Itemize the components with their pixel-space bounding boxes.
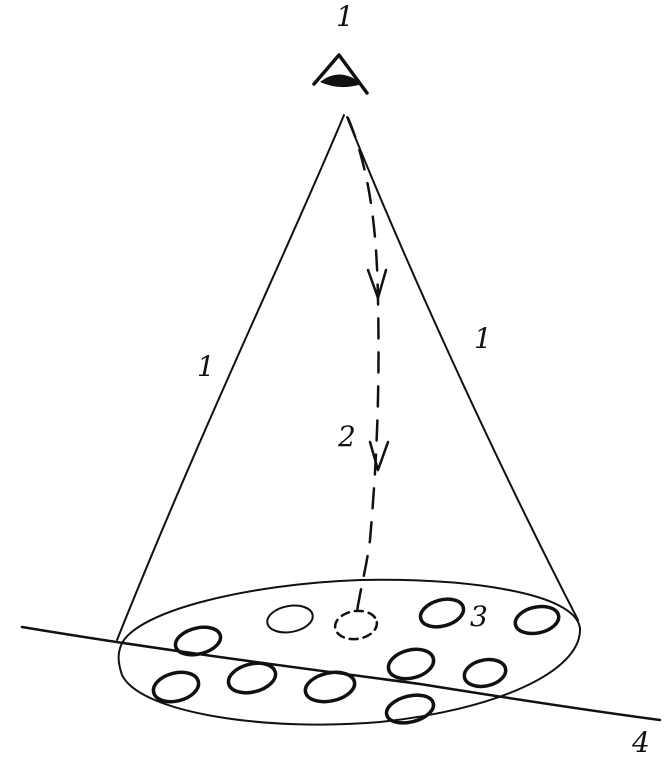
crossing-line — [22, 627, 660, 720]
hole — [385, 645, 436, 683]
cone-left-edge — [117, 115, 344, 640]
hole — [417, 595, 466, 632]
label-line: 4 — [631, 726, 650, 759]
hole — [150, 668, 201, 706]
hole — [462, 656, 508, 690]
label-left-edge: 1 — [197, 350, 215, 383]
cone-right-edge — [347, 117, 578, 620]
label-eye: 1 — [336, 0, 354, 33]
label-axis: 2 — [337, 420, 356, 453]
arrow-down-icon — [370, 442, 388, 470]
cone-axis-dashed — [348, 118, 379, 618]
hole — [384, 691, 437, 728]
hole — [513, 603, 561, 638]
label-hole: 3 — [470, 600, 488, 633]
hole — [265, 602, 315, 636]
label-right-edge: 1 — [474, 322, 492, 355]
eye-icon — [314, 55, 367, 93]
hole-center-dashed — [333, 608, 378, 642]
base-holes — [150, 595, 561, 728]
